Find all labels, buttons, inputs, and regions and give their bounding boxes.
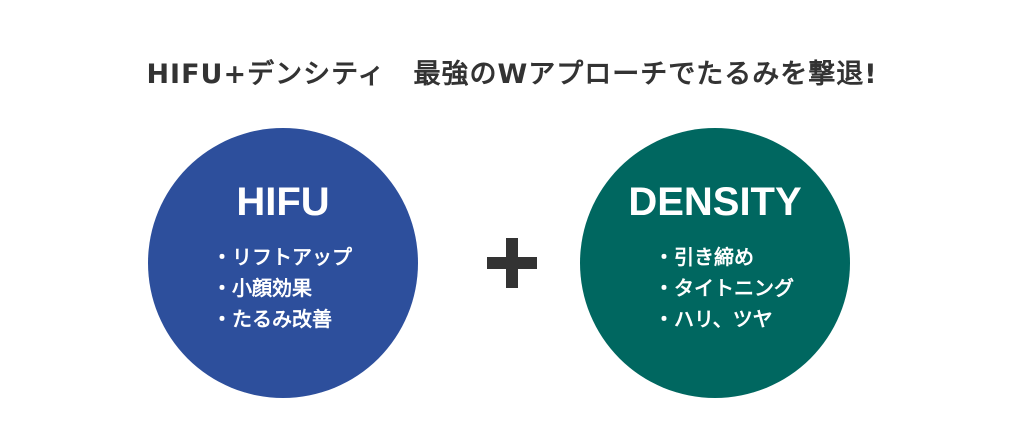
- list-item: ・ハリ、ツヤ: [654, 307, 773, 331]
- density-circle: DENSITY ・引き締め ・タイトニング ・ハリ、ツヤ: [580, 128, 850, 398]
- headline: HIFU+デンシティ 最強のWアプローチでたるみを撃退!: [146, 59, 878, 90]
- list-item: ・引き締め: [654, 245, 754, 269]
- list-item: ・たるみ改善: [212, 307, 332, 331]
- density-title: DENSITY: [628, 180, 802, 224]
- hifu-title: HIFU: [236, 180, 330, 224]
- plus-icon: [487, 238, 537, 288]
- list-item: ・タイトニング: [654, 276, 794, 300]
- list-item: ・リフトアップ: [212, 245, 352, 269]
- density-benefits: ・引き締め ・タイトニング ・ハリ、ツヤ: [654, 242, 794, 335]
- hifu-benefits: ・リフトアップ ・小顔効果 ・たるみ改善: [212, 242, 352, 335]
- hifu-circle: HIFU ・リフトアップ ・小顔効果 ・たるみ改善: [148, 128, 418, 398]
- list-item: ・小顔効果: [212, 276, 312, 300]
